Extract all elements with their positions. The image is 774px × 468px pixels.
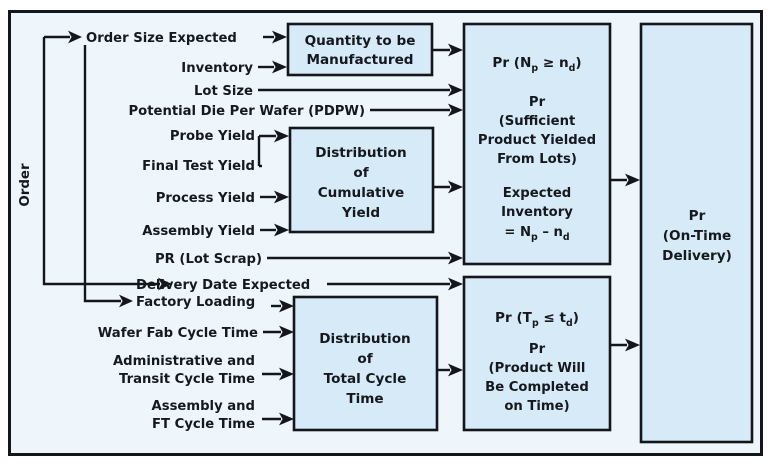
box-dist-cycle-line-4: Time (346, 391, 383, 407)
input-label-final-test-yield: Final Test Yield (142, 159, 255, 174)
input-label-lot-size: Lot Size (194, 84, 253, 99)
connector-yield-bracket (257, 134, 276, 168)
arrowhead-pr-in-quantity (448, 43, 463, 57)
trunk-line-order-main (42, 37, 160, 286)
box-dist-cycle-line-3: Total Cycle (324, 371, 407, 387)
arrowhead-dist-yield-in-1 (274, 129, 289, 143)
input-label-administrative-cycle-time-line2: Transit Cycle Time (119, 372, 255, 387)
input-label-delivery-date-expected: Delivery Date Expected (136, 278, 310, 293)
arrowhead-pr2-in-dist-cycle (448, 363, 463, 377)
box-pr2-line-1: Pr (529, 342, 546, 357)
box-ontime-line-3: Delivery) (662, 248, 732, 264)
arrowhead-dist-cycle-in-2 (279, 325, 294, 339)
box-quantity-line-1: Quantity to be (305, 33, 416, 49)
box-pr-sufficient-product (462, 22, 612, 266)
arrowhead-ontime-in-2 (625, 338, 640, 352)
arrowhead-dist-cycle-in-1 (279, 299, 294, 313)
box-pr-product-completed (462, 275, 612, 432)
box-dist-yield-line-4: Yield (341, 205, 380, 221)
arrowhead-factory-loading (119, 294, 133, 308)
box-dist-cycle-line-2: of (357, 351, 373, 367)
arrowhead-pr-in-lot-scrap (448, 251, 463, 265)
box-pr2-formula: Pr (Tp ≤ td) (495, 310, 579, 329)
order-root-label: Order (18, 163, 33, 207)
box-quantity-line-2: Manufactured (306, 52, 413, 68)
input-label-assembly-ft-cycle-time-line1: Assembly and (152, 399, 255, 414)
input-label-potential-die-per-wafer: Potential Die Per Wafer (PDPW) (128, 104, 365, 119)
arrowhead-pr-in-dist-yield (448, 180, 463, 194)
input-label-administrative-cycle-time-line1: Administrative and (113, 354, 255, 369)
input-label-probe-yield: Probe Yield (170, 129, 255, 144)
input-label-pr-lot-scrap: PR (Lot Scrap) (155, 252, 262, 267)
box-pr1-line-4: From Lots) (497, 152, 577, 167)
input-label-wafer-fab-cycle-time: Wafer Fab Cycle Time (98, 326, 258, 341)
arrowhead-pr2-in-delivery (448, 277, 463, 291)
box-dist-yield-line-1: Distribution (315, 145, 406, 161)
box-pr1-result-line-1: Expected (503, 186, 571, 201)
box-distribution-cumulative-yield (288, 126, 435, 234)
input-label-process-yield: Process Yield (156, 191, 255, 206)
box-pr1-line-1: Pr (529, 95, 546, 110)
arrowhead-dist-cycle-in-4 (279, 412, 294, 426)
box-ontime-line-2: (On-Time (663, 228, 731, 244)
box-dist-cycle-line-1: Distribution (319, 331, 410, 347)
arrowhead-quantity-in-2 (272, 60, 287, 74)
box-pr2-line-4: on Time) (504, 399, 569, 414)
box-pr1-result-line-2: Inventory (501, 205, 573, 220)
arrowhead-dist-yield-in-2 (274, 190, 289, 204)
box-pr-on-time-delivery (639, 22, 754, 444)
input-label-inventory: Inventory (181, 61, 253, 76)
box-distribution-total-cycle-time (292, 295, 439, 432)
arrowhead-ontime-in-1 (625, 173, 640, 187)
box-pr1-result-formula: = Np – nd (504, 225, 569, 243)
arrowhead-pr-in-pdpw (448, 103, 463, 117)
input-label-factory-loading: Factory Loading (136, 295, 255, 310)
arrowhead-dist-yield-in-3 (274, 223, 289, 237)
box-pr2-line-3: Be Completed (485, 380, 589, 395)
arrowhead-pr-in-lot-size (448, 83, 463, 97)
box-pr1-formula: Pr (Np ≥ nd) (492, 55, 581, 74)
box-pr1-line-3: Product Yielded (478, 133, 596, 148)
arrowhead-delivery-date (158, 277, 172, 291)
arrowhead-dist-cycle-in-3 (279, 367, 294, 381)
box-dist-yield-line-2: of (353, 165, 369, 181)
arrowhead-order-size (68, 30, 82, 44)
box-ontime-line-1: Pr (689, 208, 706, 224)
trunk-line-order-secondary (83, 45, 121, 303)
arrowhead-quantity-in-1 (272, 30, 287, 44)
input-label-assembly-ft-cycle-time-line2: FT Cycle Time (152, 417, 255, 432)
input-label-order-size-expected: Order Size Expected (86, 31, 237, 46)
box-dist-yield-line-3: Cumulative (318, 185, 405, 201)
box-quantity-to-be-manufactured (286, 22, 434, 77)
box-pr2-line-2: (Product Will (489, 361, 586, 376)
box-pr1-line-2: (Sufficient (499, 114, 576, 129)
input-label-assembly-yield: Assembly Yield (142, 224, 255, 239)
